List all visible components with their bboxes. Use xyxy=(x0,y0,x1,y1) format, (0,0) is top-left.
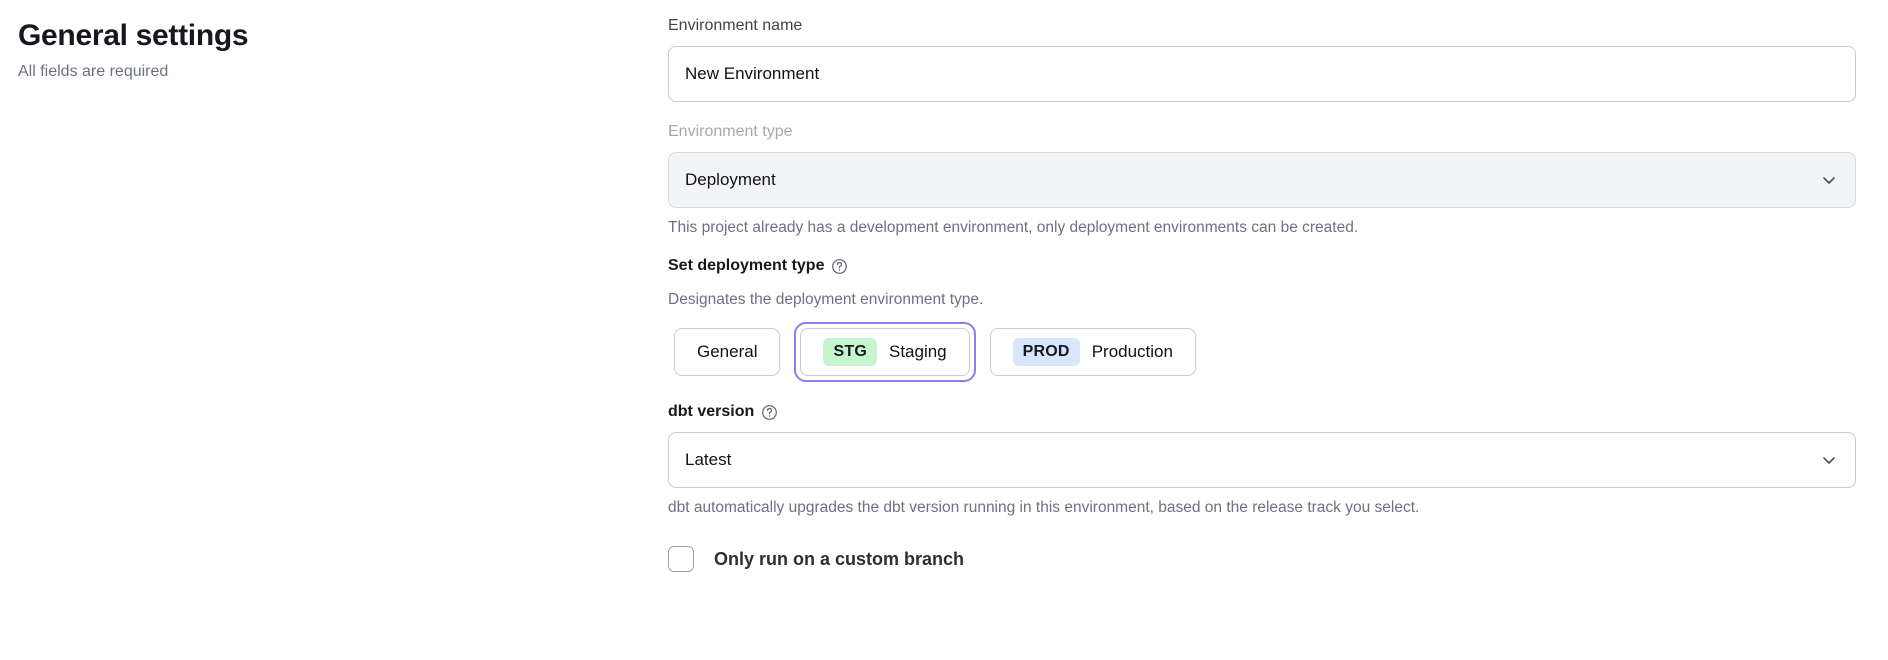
section-heading-block: General settings All fields are required xyxy=(18,16,578,84)
environment-name-label: Environment name xyxy=(668,17,803,34)
deployment-type-option-production[interactable]: PROD Production xyxy=(989,328,1196,376)
deployment-type-option-production-wrapper: PROD Production xyxy=(984,322,1202,382)
dbt-version-label-group: dbt version xyxy=(668,400,778,424)
question-mark-circle-icon[interactable] xyxy=(831,258,848,275)
environment-type-help-text: This project already has a development e… xyxy=(668,219,1359,236)
deployment-type-option-staging-label: Staging xyxy=(888,342,947,361)
dbt-version-help-text: dbt automatically upgrades the dbt versi… xyxy=(668,499,1420,516)
environment-name-value: New Environment xyxy=(685,64,820,83)
deployment-type-option-general-label: General xyxy=(697,342,758,361)
environment-type-field: Environment type Deployment This project… xyxy=(668,120,1856,240)
deployment-type-option-general[interactable]: General xyxy=(674,328,781,376)
environment-type-value: Deployment xyxy=(685,170,776,189)
settings-form: Environment name New Environment Environ… xyxy=(668,14,1856,572)
deployment-type-description: Designates the deployment environment ty… xyxy=(668,291,984,308)
spacer xyxy=(668,382,1856,400)
page-subtitle: All fields are required xyxy=(18,63,169,80)
page-title: General settings xyxy=(18,19,249,52)
dbt-version-value: Latest xyxy=(685,450,732,469)
question-mark-circle-icon[interactable] xyxy=(761,404,778,421)
dbt-version-field: dbt version Latest dbt automatically upg… xyxy=(668,400,1856,520)
chevron-down-icon xyxy=(1821,172,1837,188)
environment-type-label: Environment type xyxy=(668,123,793,140)
dbt-version-select[interactable]: Latest xyxy=(668,432,1856,488)
spacer xyxy=(668,102,1856,120)
environment-name-field: Environment name New Environment xyxy=(668,14,1856,102)
deployment-type-option-staging-wrapper: STG Staging xyxy=(794,322,976,382)
deployment-type-field: Set deployment type Designates the deplo… xyxy=(668,254,1856,382)
deployment-type-option-production-label: Production xyxy=(1091,342,1173,361)
custom-branch-row: Only run on a custom branch xyxy=(668,546,1856,572)
deployment-type-option-general-wrapper: General xyxy=(668,322,786,382)
deployment-type-option-staging[interactable]: STG Staging xyxy=(800,328,970,376)
deployment-type-options: General STG Staging PROD Production xyxy=(668,322,1856,382)
deployment-type-label-group: Set deployment type xyxy=(668,254,848,278)
production-badge: PROD xyxy=(1012,338,1080,366)
custom-branch-label[interactable]: Only run on a custom branch xyxy=(714,548,965,569)
dbt-version-label: dbt version xyxy=(668,403,755,420)
custom-branch-checkbox[interactable] xyxy=(668,546,694,572)
spacer xyxy=(668,240,1856,254)
environment-name-input[interactable]: New Environment xyxy=(668,46,1856,102)
environment-type-select[interactable]: Deployment xyxy=(668,152,1856,208)
deployment-type-label: Set deployment type xyxy=(668,257,825,274)
chevron-down-icon xyxy=(1821,452,1837,468)
staging-badge: STG xyxy=(823,338,877,366)
